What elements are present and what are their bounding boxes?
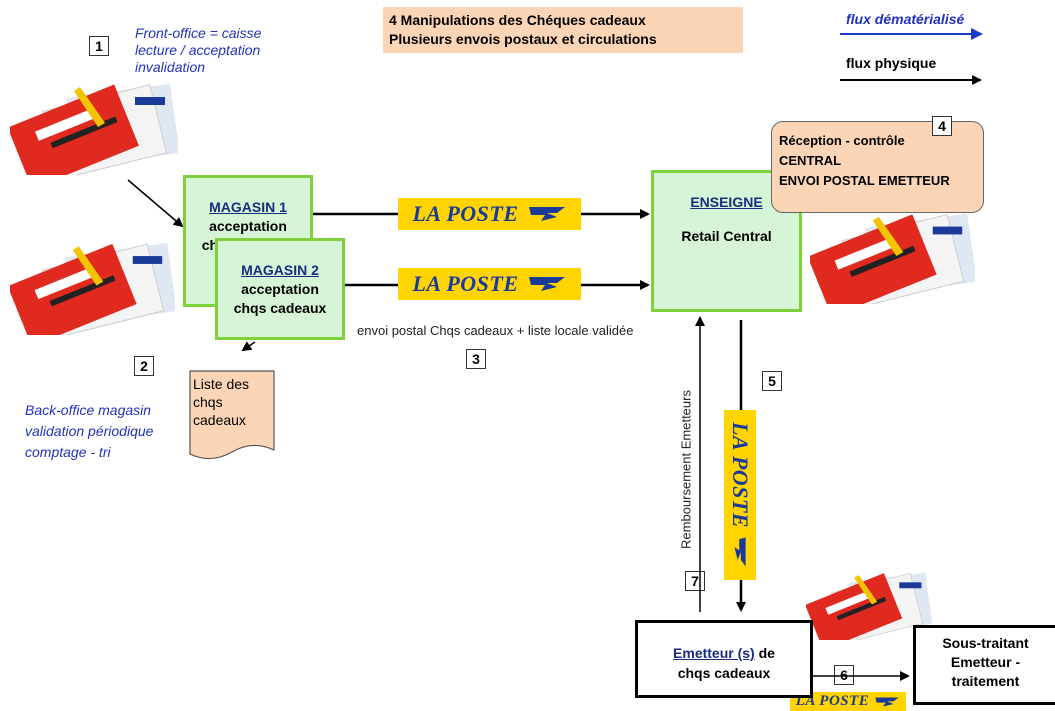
liste-line-1: Liste des: [193, 376, 250, 392]
front-office-line-1: Front-office = caisse: [135, 25, 262, 41]
la-poste-label: LA POSTE: [728, 421, 754, 529]
gift-voucher-icon: [806, 572, 932, 640]
gift-voucher-icon: [10, 83, 178, 175]
back-office-line-2: validation périodique: [25, 423, 154, 439]
back-office-line-1: Back-office magasin: [25, 402, 152, 418]
front-office-note: Front-office = caisse lecture / acceptat…: [135, 25, 261, 76]
reimbursement-label: Remboursement Emetteurs: [678, 390, 694, 549]
poste-wing-icon: [875, 696, 899, 707]
reception-line-3: ENVOI POSTAL EMETTEUR: [779, 173, 950, 188]
step-2-badge: 2: [134, 356, 154, 376]
back-office-line-3: comptage - tri: [25, 444, 111, 460]
liste-text: Liste des chqs cadeaux: [193, 375, 249, 429]
arrow-vouchers-to-magasin: [127, 179, 184, 228]
front-office-line-2: lecture / acceptation: [135, 42, 261, 58]
soustraitant-line-2: Emetteur -: [950, 654, 1021, 670]
gift-voucher-icon: [810, 213, 975, 304]
reception-line-2: CENTRAL: [779, 153, 842, 168]
emetteur-title: Emetteur (s): [673, 645, 755, 661]
enseigne-title: ENSEIGNE: [690, 194, 763, 210]
step-4-badge-overlay: 4: [932, 116, 952, 136]
magasin-2-line-1: acceptation: [241, 281, 319, 297]
step-3-badge: 3: [466, 349, 486, 369]
legend-physical-label: flux physique: [846, 55, 937, 71]
emetteur-box: Emetteur (s) de chqs cadeaux: [635, 620, 813, 698]
reception-line-1: Réception - contrôle: [779, 133, 905, 148]
soustraitant-box: Sous-traitant Emetteur - traitement: [913, 625, 1055, 705]
front-office-line-3: invalidation: [135, 59, 206, 75]
la-poste-banner-small: LA POSTE: [790, 692, 906, 711]
poste-wing-icon: [528, 277, 565, 291]
poste-wing-icon: [734, 537, 746, 567]
magasin-2-box: MAGASIN 2 acceptation chqs cadeaux: [215, 238, 345, 340]
poste-wing-icon: [528, 207, 565, 221]
magasin-1-title: MAGASIN 1: [209, 199, 287, 215]
header-line-1: 4 Manipulations des Chéques cadeaux: [389, 12, 646, 28]
arrow-magasin-to-liste: [241, 341, 256, 352]
legend-dematerialised-label: flux dématérialisé: [846, 11, 965, 27]
magasin-2-line-2: chqs cadeaux: [233, 300, 327, 316]
la-poste-banner-2: LA POSTE: [398, 268, 581, 300]
postal-note: envoi postal Chqs cadeaux + liste locale…: [357, 323, 634, 338]
la-poste-banner-1: LA POSTE: [398, 198, 581, 230]
magasin-1-line-1: acceptation: [209, 218, 287, 234]
enseigne-box: ENSEIGNE Retail Central: [651, 170, 802, 312]
step-5-badge: 5: [762, 371, 782, 391]
soustraitant-line-1: Sous-traitant: [942, 635, 1029, 651]
la-poste-banner-vertical: LA POSTE: [724, 410, 756, 580]
liste-line-3: cadeaux: [193, 412, 246, 428]
la-poste-label: LA POSTE: [412, 271, 519, 296]
soustraitant-line-3: traitement: [951, 673, 1020, 689]
header-line-2: Plusieurs envois postaux et circulations: [389, 31, 657, 47]
emetteur-line-1: chqs cadeaux: [677, 665, 771, 681]
back-office-note: Back-office magasin validation périodiqu…: [25, 400, 153, 463]
emetteur-title-rest: de: [754, 645, 775, 661]
step-1-badge: 1: [89, 36, 109, 56]
enseigne-line-1: Retail Central: [681, 228, 772, 244]
reception-box: Réception - contrôle CENTRAL ENVOI POSTA…: [771, 121, 984, 213]
liste-line-2: chqs: [193, 394, 223, 410]
document-icon: [189, 370, 275, 460]
magasin-2-title: MAGASIN 2: [241, 262, 319, 278]
gift-voucher-icon: [10, 242, 175, 335]
emetteur-title-line: Emetteur (s) de: [638, 643, 810, 663]
header-box: 4 Manipulations des Chéques cadeaux Plus…: [383, 7, 743, 53]
la-poste-label: LA POSTE: [795, 693, 870, 709]
la-poste-label: LA POSTE: [412, 201, 519, 226]
